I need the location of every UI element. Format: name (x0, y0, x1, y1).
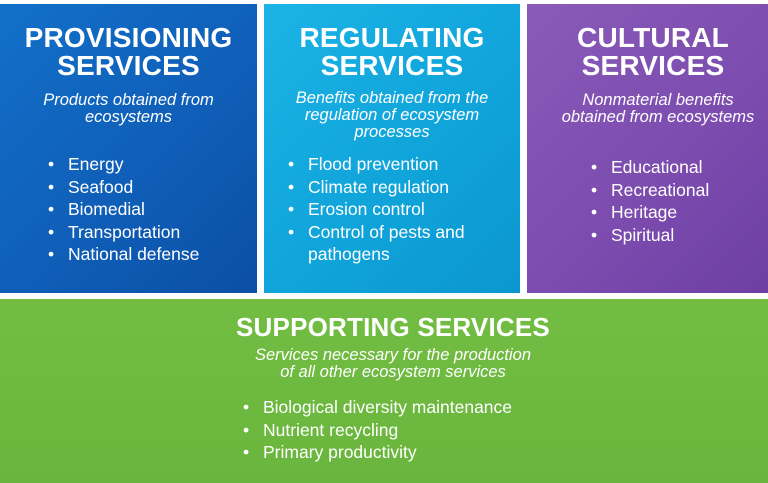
regulating-subtitle-line1: Benefits obtained from the (295, 89, 489, 107)
regulating-item-climate-regulation: Climate regulation (288, 176, 513, 199)
cultural-item-spiritual: Spiritual (591, 224, 761, 247)
cultural-list: Educational Recreational Heritage Spirit… (591, 156, 761, 246)
provisioning-item-national-defense: National defense (48, 243, 253, 266)
regulating-item-pest-control: Control of pests and pathogens (288, 221, 513, 266)
regulating-subtitle-line2: regulation of ecosystem (304, 106, 480, 124)
provisioning-services-panel: PROVISIONING SERVICES Products obtained … (0, 4, 257, 293)
supporting-subtitle: Services necessary for the production of… (0, 347, 768, 381)
cultural-title-line2: SERVICES (581, 50, 725, 81)
cultural-subtitle-line2: obtained from ecosystems (561, 108, 755, 126)
provisioning-title: PROVISIONING SERVICES (0, 24, 257, 80)
supporting-subtitle-line2: of all other ecosystem services (280, 363, 506, 381)
cultural-item-heritage: Heritage (591, 201, 761, 224)
supporting-item-nutrient-recycling: Nutrient recycling (243, 419, 643, 442)
regulating-title: REGULATING SERVICES (264, 24, 520, 80)
cultural-subtitle-line1: Nonmaterial benefits (582, 91, 734, 109)
provisioning-item-biomedial: Biomedial (48, 198, 253, 221)
supporting-subtitle-line1: Services necessary for the production (254, 346, 532, 364)
regulating-subtitle-line3: processes (354, 123, 430, 141)
provisioning-item-seafood: Seafood (48, 176, 253, 199)
provisioning-subtitle-line1: Products obtained from (43, 91, 214, 109)
regulating-title-line2: SERVICES (320, 50, 464, 81)
cultural-title: CULTURAL SERVICES (527, 24, 768, 80)
cultural-services-panel: CULTURAL SERVICES Nonmaterial benefits o… (527, 4, 768, 293)
supporting-item-biodiversity: Biological diversity maintenance (243, 396, 643, 419)
regulating-item-flood-prevention: Flood prevention (288, 153, 513, 176)
provisioning-list: Energy Seafood Biomedial Transportation … (48, 153, 253, 266)
cultural-title-line1: CULTURAL (577, 22, 729, 53)
provisioning-title-line2: SERVICES (57, 50, 200, 81)
regulating-subtitle: Benefits obtained from the regulation of… (264, 90, 520, 141)
regulating-item-erosion-control: Erosion control (288, 198, 513, 221)
provisioning-item-energy: Energy (48, 153, 253, 176)
regulating-services-panel: REGULATING SERVICES Benefits obtained fr… (264, 4, 520, 293)
provisioning-title-line1: PROVISIONING (24, 22, 233, 53)
provisioning-item-transportation: Transportation (48, 221, 253, 244)
cultural-item-educational: Educational (591, 156, 761, 179)
regulating-list: Flood prevention Climate regulation Eros… (288, 153, 513, 266)
cultural-subtitle: Nonmaterial benefits obtained from ecosy… (541, 92, 768, 126)
regulating-title-line1: REGULATING (299, 22, 485, 53)
supporting-services-panel: SUPPORTING SERVICES Services necessary f… (0, 299, 768, 483)
provisioning-subtitle-line2: ecosystems (84, 108, 173, 126)
provisioning-subtitle: Products obtained from ecosystems (0, 92, 257, 126)
supporting-item-primary-productivity: Primary productivity (243, 441, 643, 464)
supporting-title: SUPPORTING SERVICES (236, 312, 550, 342)
cultural-item-recreational: Recreational (591, 179, 761, 202)
supporting-list: Biological diversity maintenance Nutrien… (243, 396, 643, 464)
